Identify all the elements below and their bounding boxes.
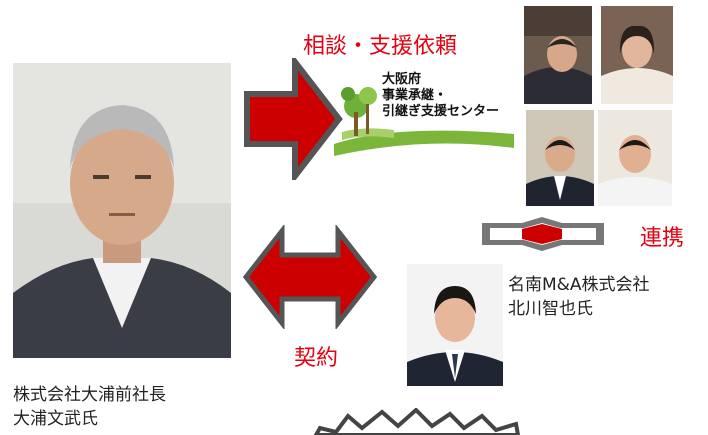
logo-line-3: 引継ぎ支援センター: [382, 104, 500, 119]
owner-photo: [13, 63, 231, 358]
advisor-company: 名南M&A株式会社: [508, 275, 650, 295]
staff-photo-1: [524, 6, 592, 104]
center-logo: 大阪府 事業承継・ 引継ぎ支援センター: [334, 72, 514, 158]
staff-photo-2: [601, 6, 673, 104]
logo-line-1: 大阪府: [382, 72, 422, 87]
advisor-photo: [407, 264, 503, 386]
owner-company: 株式会社大浦前社長: [13, 385, 166, 405]
staff-photo-4: [598, 110, 672, 206]
logo-line-2: 事業承継・: [382, 88, 448, 103]
partner-connector: [482, 217, 604, 251]
owner-name: 大浦文武氏: [13, 409, 98, 429]
consult-label: 相談・支援依頼: [303, 34, 458, 59]
contract-label: 契約: [294, 346, 339, 371]
partner-label: 連携: [640, 226, 685, 251]
staff-photo-3: [526, 110, 594, 206]
burst-shape: [313, 408, 521, 435]
tree-logo-icon: [334, 87, 514, 156]
contract-arrow: [242, 225, 378, 329]
consult-arrow: [244, 58, 343, 180]
advisor-name: 北川智也氏: [508, 299, 593, 319]
